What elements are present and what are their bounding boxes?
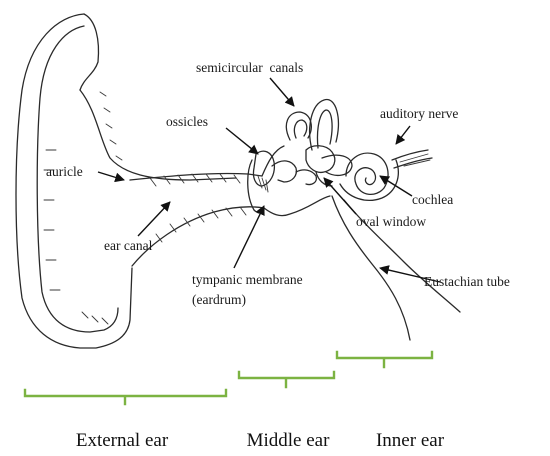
label-tympanic-membrane: tympanic membrane bbox=[192, 272, 303, 287]
label-oval-window: oval window bbox=[356, 214, 426, 229]
ear-canal-drawing bbox=[129, 145, 331, 267]
stapes-shape bbox=[295, 169, 318, 186]
inner-ear-drawing bbox=[285, 99, 433, 201]
labels: semicircular canals auditory nerve ossic… bbox=[46, 60, 510, 307]
label-auricle: auricle bbox=[46, 164, 83, 179]
label-semicircular-canals: semicircular canals bbox=[196, 60, 303, 75]
pointer-ear-canal bbox=[137, 201, 171, 237]
pointer-cochlea bbox=[379, 175, 413, 197]
superior-canal-shape bbox=[309, 99, 339, 151]
label-ossicles: ossicles bbox=[166, 114, 208, 129]
incus-shape bbox=[271, 160, 298, 183]
ear-drawing bbox=[15, 13, 461, 349]
pointer-auditory-nerve bbox=[395, 125, 411, 145]
brace-external-ear bbox=[23, 388, 228, 406]
label-eardrum: (eardrum) bbox=[192, 292, 246, 307]
brace-middle-ear bbox=[237, 370, 336, 389]
auricle-drawing bbox=[15, 13, 237, 349]
region-labels: External ear Middle ear Inner ear bbox=[76, 430, 445, 451]
pointer-semicircular-canals bbox=[269, 77, 295, 107]
pointer-ossicles bbox=[225, 127, 259, 155]
label-inner-ear: Inner ear bbox=[376, 430, 445, 451]
pointer-oval-window bbox=[323, 177, 357, 215]
pointer-eustachian-tube bbox=[379, 265, 441, 283]
pointer-tympanic-membrane bbox=[233, 205, 265, 269]
label-ear-canal: ear canal bbox=[104, 238, 153, 253]
pointer-auricle bbox=[97, 171, 125, 183]
cochlea-shape bbox=[345, 152, 389, 195]
pointer-arrows bbox=[97, 77, 441, 283]
eustachian-tube-drawing bbox=[331, 195, 461, 341]
label-cochlea: cochlea bbox=[412, 192, 453, 207]
malleus-shape bbox=[252, 150, 276, 187]
label-eustachian-tube: Eustachian tube bbox=[424, 274, 510, 289]
label-auditory-nerve: auditory nerve bbox=[380, 106, 458, 121]
label-external-ear: External ear bbox=[76, 430, 169, 451]
label-middle-ear: Middle ear bbox=[247, 430, 331, 451]
region-braces bbox=[23, 350, 434, 406]
brace-inner-ear bbox=[335, 350, 434, 369]
